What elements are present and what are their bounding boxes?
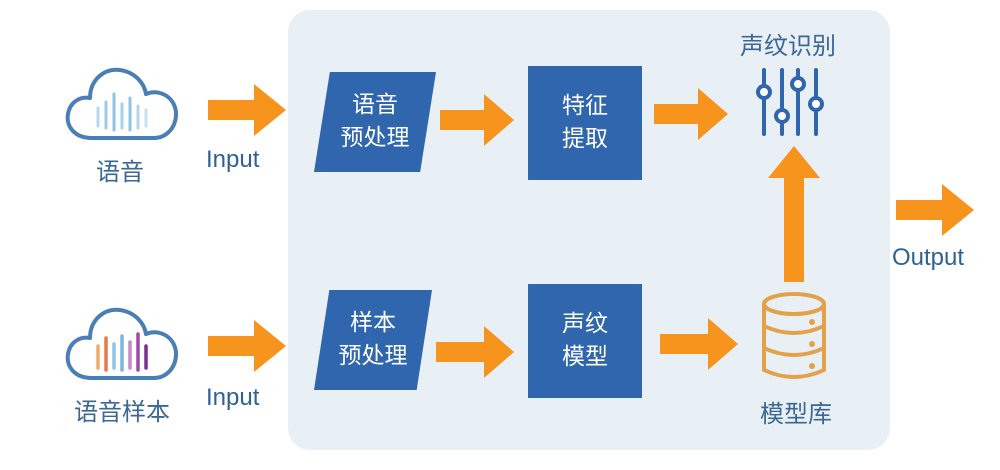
database-icon	[762, 292, 826, 379]
sound-wave-icon	[96, 92, 148, 132]
input-label-top: Input	[206, 146, 260, 173]
voiceprint-model-node: 声纹 模型	[528, 284, 642, 398]
arrow-library-to-recognition	[768, 146, 820, 282]
feature-extract-line2: 提取	[562, 126, 608, 152]
input-label-bottom: Input	[206, 384, 260, 411]
output-arrow	[896, 184, 974, 236]
sample-preprocess-line1: 样本	[350, 310, 396, 336]
sample-preprocess-line2: 预处理	[338, 343, 408, 369]
speech-preprocess-node: 语音 预处理	[314, 72, 436, 172]
cloud-icon	[65, 307, 178, 380]
speech-preprocess-line2: 预处理	[340, 125, 410, 151]
speech-input-label: 语音	[96, 158, 144, 186]
speech-sample-input-label: 语音样本	[74, 398, 170, 426]
arrow-feature-to-recognition	[654, 88, 728, 140]
feature-extract-node: 特征 提取	[528, 66, 642, 180]
speech-preprocess-line1: 语音	[352, 92, 398, 118]
arrow-sample-to-model	[436, 326, 514, 378]
input-arrow-top	[208, 84, 286, 136]
arrow-model-to-library	[660, 318, 738, 370]
output-label: Output	[892, 244, 965, 271]
model-library-label: 模型库	[760, 400, 832, 428]
feature-extract-line1: 特征	[562, 93, 608, 119]
equalizer-icon	[756, 68, 824, 136]
input-arrow-bottom	[208, 320, 286, 372]
voiceprint-model-line2: 模型	[562, 344, 608, 370]
voiceprint-model-line1: 声纹	[562, 311, 608, 337]
sound-wave-icon	[96, 332, 148, 372]
voiceprint-recognition-label: 声纹识别	[740, 32, 836, 60]
cloud-icon	[65, 67, 178, 140]
sample-preprocess-node: 样本 预处理	[314, 290, 432, 390]
arrow-preprocess-to-feature	[440, 94, 514, 146]
